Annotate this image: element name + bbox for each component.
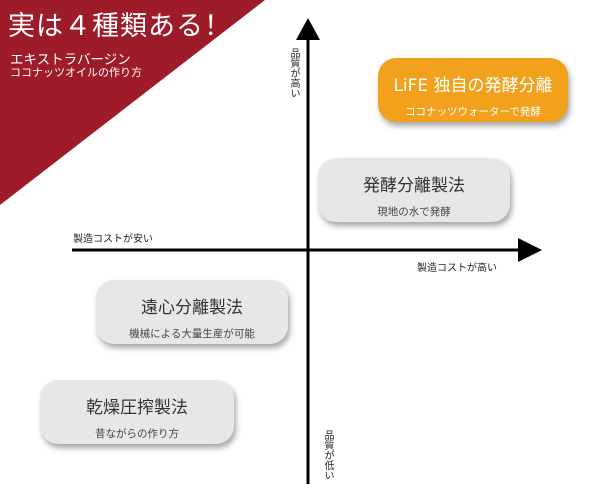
page-title: 実は４種類ある！ [8,11,232,42]
method-box-dry-press: 乾燥圧搾製法 昔ながらの作り方 [40,380,234,444]
cost-low-label: 製造コストが安い [73,234,153,245]
vertical-axis-arrowhead [296,18,320,40]
method-note: 機械による大量生産が可能 [129,328,255,340]
cost-high-label: 製造コストが高い [417,263,497,274]
method-note: ココナッツウォーターで発酵 [405,106,541,118]
page-subtitle: エキストラバージン [10,52,131,68]
method-note: 現地の水で発酵 [377,206,451,218]
method-box-fermentation: 発酵分離製法 現地の水で発酵 [318,158,510,222]
method-box-life: LiFE 独自の発酵分離 ココナッツウォーターで発酵 [378,58,568,122]
method-title: 発酵分離製法 [363,176,465,196]
quality-high-label: 品質が高い [288,48,299,98]
quality-low-label: 品質が低い [322,430,333,480]
method-title: LiFE 独自の発酵分離 [393,76,553,96]
method-title: 乾燥圧搾製法 [86,398,188,418]
page-caption: ココナッツオイルの作り方 [10,66,142,79]
horizontal-axis-arrowhead [518,238,542,262]
method-box-centrifugal: 遠心分離製法 機械による大量生産が可能 [96,280,288,344]
method-note: 昔ながらの作り方 [95,428,179,440]
method-title: 遠心分離製法 [141,298,243,318]
